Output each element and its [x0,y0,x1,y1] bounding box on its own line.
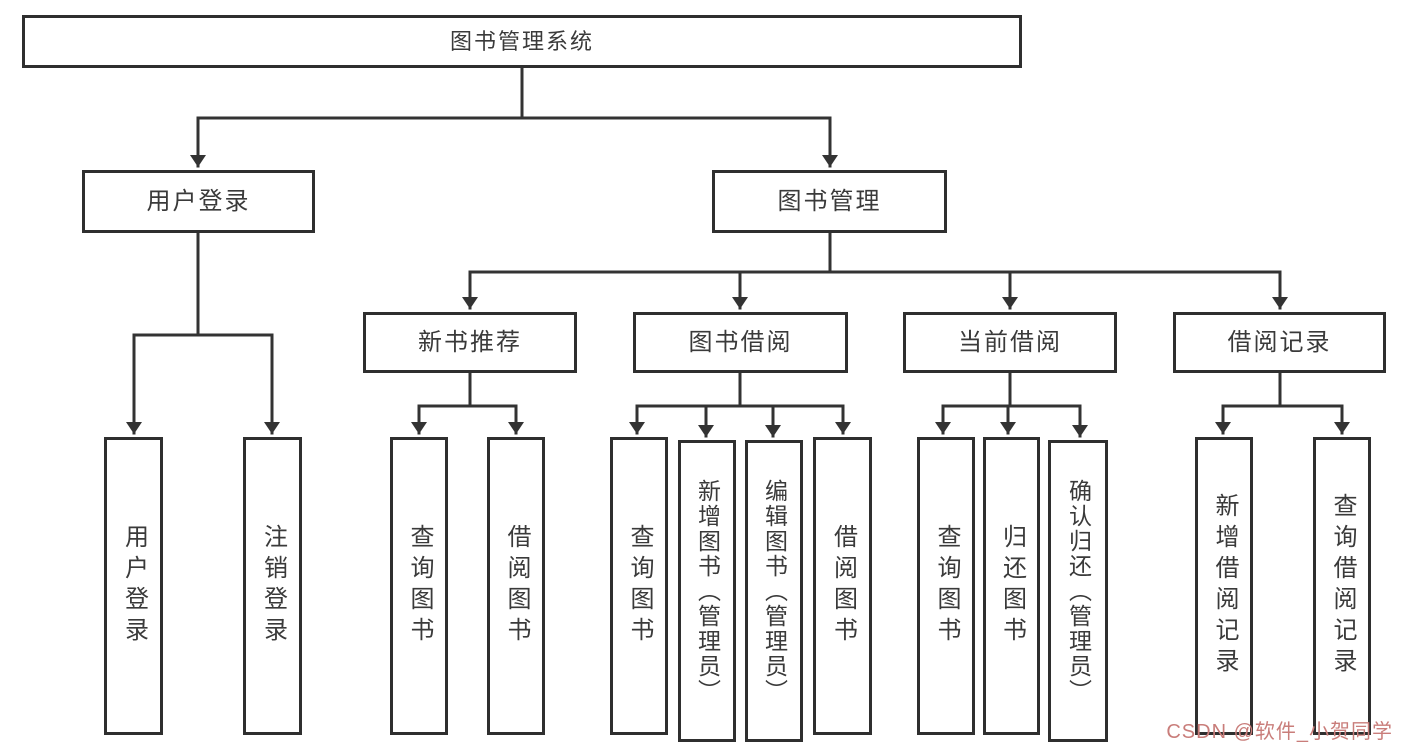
leaf-return-books: 归还图书 [983,437,1040,735]
leaf-edit-books-admin: 编辑图书（管理员） [745,440,803,742]
node-book-borrow: 图书借阅 [633,312,848,373]
leaf-query-books-current: 查询图书 [917,437,975,735]
leaf-query-borrow-record: 查询借阅记录 [1313,437,1371,735]
leaf-query-books-borrow: 查询图书 [610,437,668,735]
leaf-add-books-admin: 新增图书（管理员） [678,440,736,742]
node-new-book-recommend: 新书推荐 [363,312,577,373]
leaf-user-login: 用户登录 [104,437,163,735]
leaf-borrow-books-recommend: 借阅图书 [487,437,545,735]
leaf-logout: 注销登录 [243,437,302,735]
node-book-management: 图书管理 [712,170,947,233]
node-user-login: 用户登录 [82,170,315,233]
leaf-add-borrow-record: 新增借阅记录 [1195,437,1253,735]
leaf-confirm-return-admin: 确认归还（管理员） [1048,440,1108,742]
node-library-management-system: 图书管理系统 [22,15,1022,68]
node-borrow-record: 借阅记录 [1173,312,1386,373]
leaf-query-books-recommend: 查询图书 [390,437,448,735]
leaf-borrow-books: 借阅图书 [813,437,872,735]
csdn-watermark: CSDN @软件_小贺同学 [1166,721,1393,743]
node-current-borrow: 当前借阅 [903,312,1117,373]
